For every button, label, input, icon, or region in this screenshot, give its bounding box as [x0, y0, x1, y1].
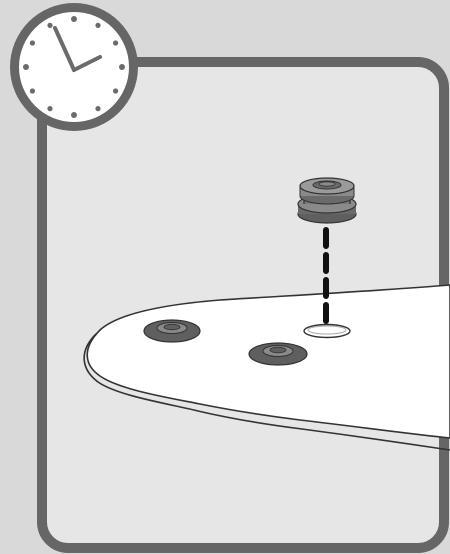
mounting-hole: [303, 323, 351, 339]
grommet-installed-left: [143, 319, 201, 343]
clock-hour-hand: [72, 55, 102, 72]
grommet-floating: [297, 177, 357, 224]
grommet-installed-center: [248, 342, 308, 366]
clock-icon: [10, 3, 138, 131]
clock-minute-hand: [53, 26, 76, 72]
